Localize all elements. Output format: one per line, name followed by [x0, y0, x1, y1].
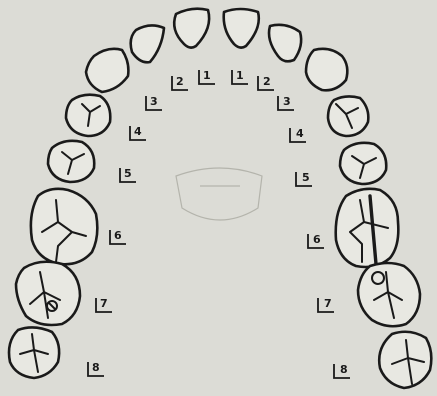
- tooth-left-6[interactable]: [336, 189, 399, 267]
- label-left-3: 3: [283, 95, 291, 108]
- tooth-left-4[interactable]: [328, 96, 368, 136]
- tooth-right-2[interactable]: [131, 25, 164, 62]
- label-right-8: 8: [92, 361, 100, 374]
- label-right-1: 1: [203, 69, 211, 82]
- tooth-left-2[interactable]: [269, 25, 301, 61]
- tooth-right-3[interactable]: [86, 49, 128, 92]
- tooth-left-5[interactable]: [340, 143, 386, 184]
- tooth-right-6[interactable]: [31, 189, 97, 264]
- label-right-7: 7: [100, 297, 108, 310]
- label-left-5: 5: [302, 171, 310, 184]
- tooth-number-labels: 1 2 3 4 5 6 7 8 1 2 3 4 5 6 7 8: [88, 69, 350, 378]
- tooth-left-1[interactable]: [224, 9, 259, 48]
- label-left-4: 4: [296, 127, 304, 140]
- tooth-left-7[interactable]: [358, 263, 420, 326]
- label-left-1: 1: [236, 69, 244, 82]
- background-watermark: [176, 168, 262, 220]
- tooth-left-8[interactable]: [379, 332, 431, 388]
- tooth-right-4[interactable]: [66, 95, 110, 136]
- label-right-5: 5: [124, 167, 132, 180]
- label-right-6: 6: [114, 229, 122, 242]
- tooth-right-8[interactable]: [9, 327, 59, 378]
- tooth-left-3[interactable]: [306, 49, 347, 90]
- label-right-2: 2: [176, 75, 184, 88]
- tooth-right-5[interactable]: [48, 141, 94, 182]
- label-left-8: 8: [340, 363, 348, 376]
- tooth-right-1[interactable]: [174, 9, 209, 48]
- label-right-3: 3: [150, 95, 158, 108]
- label-right-4: 4: [134, 125, 142, 138]
- tooth-right-7[interactable]: [16, 262, 80, 325]
- label-left-7: 7: [324, 297, 332, 310]
- label-left-2: 2: [263, 75, 271, 88]
- label-left-6: 6: [313, 233, 321, 246]
